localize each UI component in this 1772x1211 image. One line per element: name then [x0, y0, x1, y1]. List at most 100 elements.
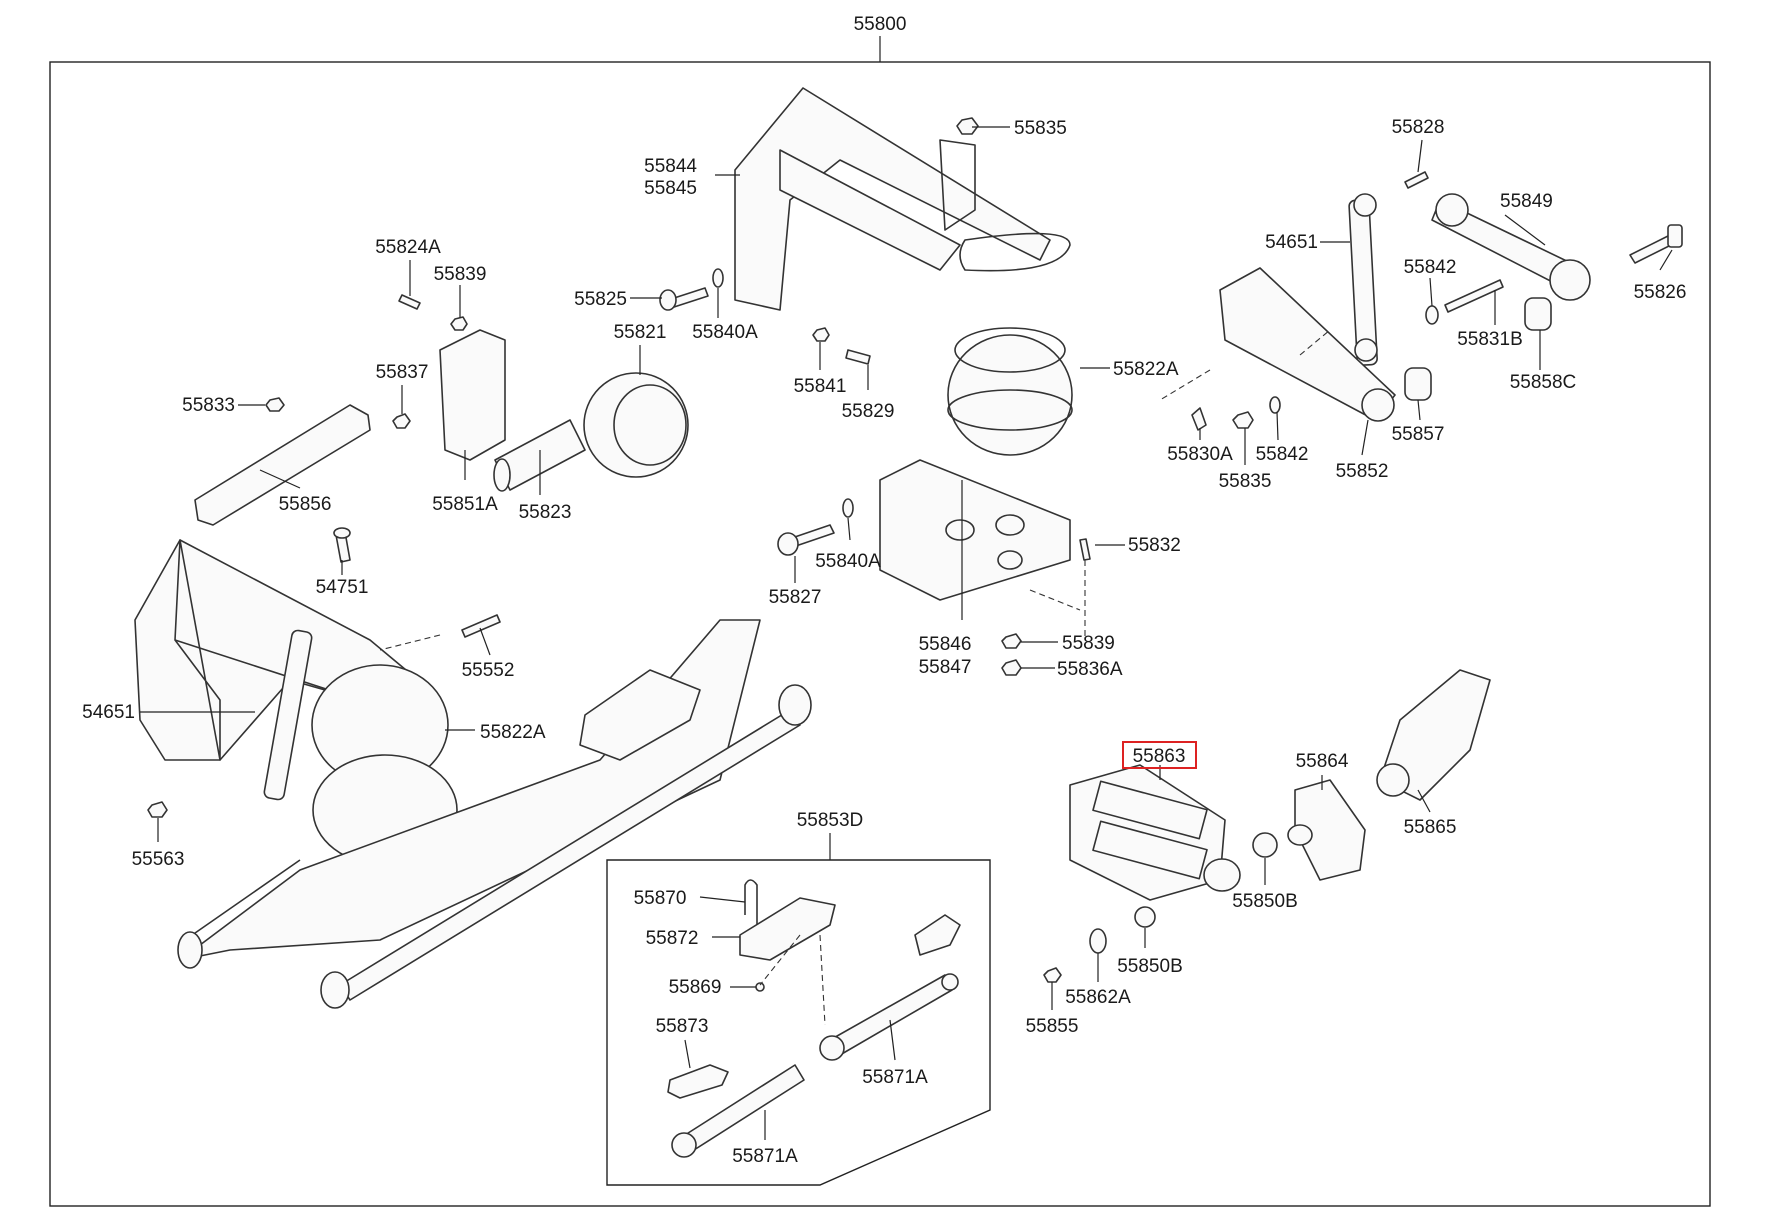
plate-55872[interactable] — [739, 897, 836, 961]
label-55871a[interactable]: 55871A — [862, 1067, 928, 1088]
hook-55870[interactable] — [744, 879, 758, 925]
label-55850b-b[interactable]: 55850B — [1117, 956, 1183, 977]
frame-bracket-55844[interactable] — [734, 87, 1071, 311]
label-55871a-b[interactable]: 55871A — [732, 1146, 798, 1167]
label-55829[interactable]: 55829 — [842, 401, 895, 422]
bolt-54751[interactable] — [333, 527, 351, 563]
joint-55850b-upper[interactable] — [1203, 858, 1241, 892]
label-55835-b[interactable]: 55835 — [1219, 471, 1272, 492]
shock-55871a-lower[interactable] — [671, 1064, 805, 1158]
label-55839[interactable]: 55839 — [434, 264, 487, 285]
label-55863[interactable]: 55863 — [1133, 746, 1186, 767]
label-55822a-b[interactable]: 55822A — [480, 722, 546, 743]
label-55823[interactable]: 55823 — [519, 502, 572, 523]
label-55840a[interactable]: 55840A — [692, 322, 758, 343]
shock-absorber-54651-right[interactable] — [1348, 193, 1378, 366]
rail-55856[interactable] — [194, 404, 371, 526]
mount-plate-55864[interactable] — [1287, 779, 1366, 881]
bolt-55829[interactable] — [845, 349, 871, 365]
washer-55842-right[interactable] — [1425, 305, 1439, 325]
label-55865[interactable]: 55865 — [1404, 817, 1457, 838]
label-55845[interactable]: 55845 — [644, 178, 697, 199]
washer-55840a-top[interactable] — [712, 268, 724, 288]
bolt-55825[interactable] — [659, 287, 709, 311]
bracket-55865[interactable] — [1376, 669, 1491, 801]
bolt-55552[interactable] — [461, 614, 501, 638]
bushing-55850b-lower[interactable] — [1134, 906, 1156, 928]
nut-55839-top[interactable] — [450, 316, 468, 331]
label-55827[interactable]: 55827 — [769, 587, 822, 608]
washer-55842-lower[interactable] — [1269, 396, 1281, 414]
label-55862a[interactable]: 55862A — [1065, 987, 1131, 1008]
label-55870[interactable]: 55870 — [634, 888, 687, 909]
nut-55837[interactable] — [392, 413, 411, 429]
nut-55835-right[interactable] — [1232, 411, 1254, 429]
bolt-55831b[interactable] — [1444, 279, 1504, 313]
label-55831b[interactable]: 55831B — [1457, 329, 1523, 350]
label-55552[interactable]: 55552 — [462, 660, 515, 681]
nut-55833[interactable] — [265, 397, 285, 412]
plate-left-axle[interactable] — [579, 669, 701, 761]
label-54651-b[interactable]: 54651 — [82, 702, 135, 723]
label-55835[interactable]: 55835 — [1014, 118, 1067, 139]
label-55824a[interactable]: 55824A — [375, 237, 441, 258]
label-55826[interactable]: 55826 — [1634, 282, 1687, 303]
label-55852[interactable]: 55852 — [1336, 461, 1389, 482]
nut-55836a[interactable] — [1001, 659, 1022, 676]
nut-55839-mid[interactable] — [1001, 633, 1022, 649]
mount-55871a-upper[interactable] — [914, 914, 961, 956]
label-55846[interactable]: 55846 — [919, 634, 972, 655]
bolt-55826[interactable] — [1629, 224, 1683, 264]
label-55872[interactable]: 55872 — [646, 928, 699, 949]
damper-assembly-55863[interactable] — [1069, 764, 1226, 901]
axle-beam-left[interactable] — [177, 619, 761, 969]
bolt-55832[interactable] — [1079, 538, 1091, 561]
bushing-55858c[interactable] — [1524, 297, 1552, 331]
label-55842[interactable]: 55842 — [1404, 257, 1457, 278]
label-55821[interactable]: 55821 — [614, 322, 667, 343]
label-55850b[interactable]: 55850B — [1232, 891, 1298, 912]
label-55856[interactable]: 55856 — [279, 494, 332, 515]
shock-absorber-54651-left[interactable] — [263, 629, 313, 801]
bracket-55873[interactable] — [667, 1064, 729, 1099]
tie-rod-left[interactable] — [320, 684, 812, 1009]
label-55837[interactable]: 55837 — [376, 362, 429, 383]
air-bag-55821[interactable] — [583, 372, 689, 478]
bolt-55830a[interactable] — [1191, 407, 1207, 431]
label-55830a[interactable]: 55830A — [1167, 444, 1233, 465]
label-55825[interactable]: 55825 — [574, 289, 627, 310]
bolt-55827[interactable] — [777, 524, 835, 556]
plate-bracket-55846[interactable] — [879, 459, 1071, 601]
label-55855[interactable]: 55855 — [1026, 1016, 1079, 1037]
label-55842-b[interactable]: 55842 — [1256, 444, 1309, 465]
label-55839-b[interactable]: 55839 — [1062, 633, 1115, 654]
washer-55840a-mid[interactable] — [842, 498, 854, 518]
bushing-55857[interactable] — [1404, 367, 1432, 401]
bolt-55828[interactable] — [1404, 171, 1429, 189]
air-spring-55822a-top[interactable] — [947, 327, 1073, 456]
label-55847[interactable]: 55847 — [919, 657, 972, 678]
label-55853d[interactable]: 55853D — [797, 810, 864, 831]
label-55832[interactable]: 55832 — [1128, 535, 1181, 556]
label-55841[interactable]: 55841 — [794, 376, 847, 397]
label-55869[interactable]: 55869 — [669, 977, 722, 998]
label-54751[interactable]: 54751 — [316, 577, 369, 598]
label-55828[interactable]: 55828 — [1392, 117, 1445, 138]
control-arm-55849[interactable] — [1431, 193, 1591, 301]
label-55857[interactable]: 55857 — [1392, 424, 1445, 445]
label-55563[interactable]: 55563 — [132, 849, 185, 870]
label-55873[interactable]: 55873 — [656, 1016, 709, 1037]
label-55844[interactable]: 55844 — [644, 156, 697, 177]
label-55851a[interactable]: 55851A — [432, 494, 498, 515]
washer-55862a[interactable] — [1089, 928, 1107, 954]
shock-55871a-upper[interactable] — [819, 973, 959, 1061]
bushing-55850b-mid[interactable] — [1252, 832, 1278, 858]
nut-55563[interactable] — [147, 801, 168, 818]
bolt-55824a[interactable] — [398, 294, 421, 310]
nut-55835-top[interactable] — [956, 117, 979, 135]
bracket-55851a[interactable] — [439, 329, 506, 461]
label-55800[interactable]: 55800 — [854, 14, 907, 35]
label-55833[interactable]: 55833 — [182, 395, 235, 416]
nut-55841[interactable] — [812, 327, 830, 342]
nut-55855[interactable] — [1043, 967, 1062, 983]
